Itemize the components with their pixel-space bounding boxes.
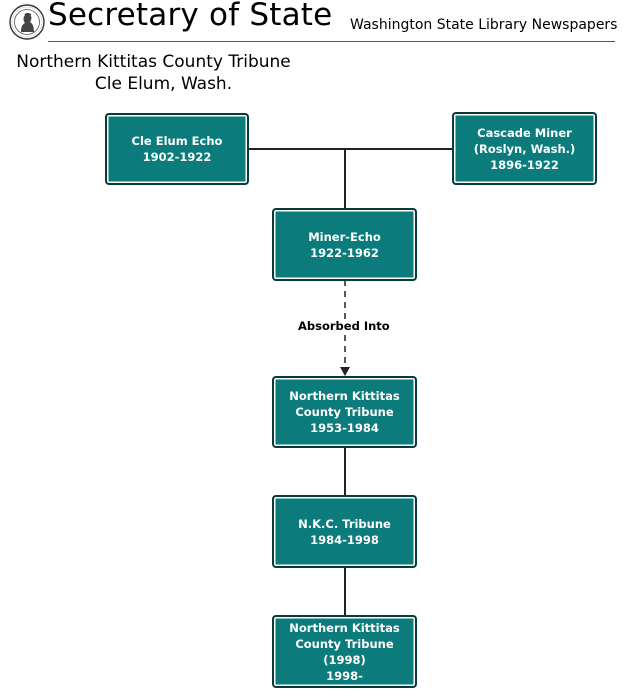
node-cle-elum-echo: Cle Elum Echo 1902-1922 <box>105 113 249 185</box>
edge-label-absorbed-into: Absorbed Into <box>298 319 390 333</box>
washington-state-seal-icon <box>9 4 45 40</box>
node-label: 1922-1962 <box>310 245 379 260</box>
node-label: (Roslyn, Wash.) <box>473 141 576 156</box>
brand-subtitle: Washington State Library Newspapers <box>350 17 618 33</box>
brand-title: Secretary of State <box>48 0 333 33</box>
edge-junction-to-miner-echo <box>344 148 346 210</box>
node-label: 1984-1998 <box>310 532 379 547</box>
node-nkc-tribune-1984: N.K.C. Tribune 1984-1998 <box>272 495 417 568</box>
node-label: Northern Kittitas <box>289 389 400 403</box>
node-label: 1902-1922 <box>142 150 212 164</box>
node-label: County Tribune <box>295 405 394 419</box>
node-nkc-tribune-1998: Northern Kittitas County Tribune (1998) … <box>272 615 417 688</box>
node-label: N.K.C. Tribune <box>298 516 391 531</box>
page-subtitle: Cle Elum, Wash. <box>94 74 233 94</box>
header-divider <box>48 41 615 42</box>
edge-cle-elum-to-junction <box>249 148 454 150</box>
node-nkc-tribune-1953: Northern Kittitas County Tribune 1953-19… <box>272 376 417 448</box>
node-label: 1896-1922 <box>490 157 559 172</box>
node-label: County Tribune <box>295 636 394 651</box>
node-cascade-miner: Cascade Miner (Roslyn, Wash.) 1896-1922 <box>452 112 597 185</box>
node-label: 1998- <box>326 668 363 683</box>
node-label: Miner-Echo <box>308 229 381 244</box>
node-label: Cascade Miner <box>477 125 572 140</box>
page-title: Northern Kittitas County Tribune <box>16 52 291 72</box>
node-label: Cle Elum Echo <box>131 134 223 148</box>
edge-1953-to-1984 <box>344 446 346 496</box>
node-label: Northern Kittitas <box>289 620 400 635</box>
node-label: 1953-1984 <box>310 421 379 435</box>
edge-1984-to-1998 <box>344 566 346 616</box>
node-label: (1998) <box>323 652 366 667</box>
node-miner-echo: Miner-Echo 1922-1962 <box>272 208 417 281</box>
